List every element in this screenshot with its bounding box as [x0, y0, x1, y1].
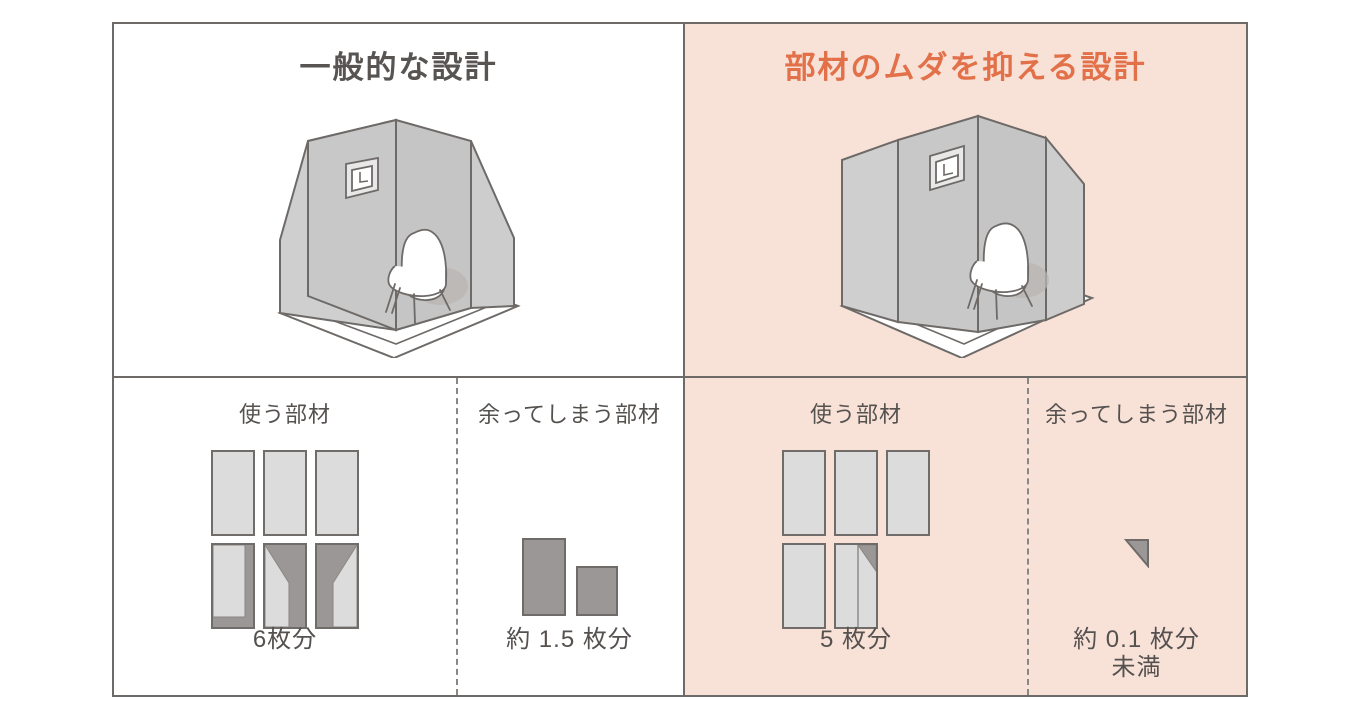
left-panel-illustration-area: 一般的な設計 — [114, 24, 683, 378]
board-plain — [782, 450, 826, 536]
room-illustration-right — [826, 108, 1106, 358]
right-panel-material-area: 使う部材 — [685, 378, 1246, 695]
board-row-top — [782, 450, 930, 536]
right-panel-dashed-divider — [1027, 378, 1029, 695]
board-waste-l-border — [211, 543, 255, 629]
board-plain — [886, 450, 930, 536]
room-illustration-left — [264, 108, 534, 358]
left-use-section: 使う部材 — [114, 378, 456, 695]
right-waste-section: 余ってしまう部材 約 0.1 枚分 未満 — [1027, 378, 1246, 695]
right-use-count-label: 5 枚分 — [819, 626, 892, 653]
right-use-section: 使う部材 — [685, 378, 1027, 695]
waste-block-tall — [521, 538, 566, 616]
right-waste-count-line2: 未満 — [1111, 653, 1162, 681]
right-waste-heading: 余ってしまう部材 — [1045, 402, 1228, 427]
left-waste-heading: 余ってしまう部材 — [478, 402, 661, 427]
comparison-figure: 一般的な設計 — [112, 22, 1248, 697]
right-panel: 部材のムダを抑える設計 — [683, 24, 1246, 695]
board-plain — [834, 450, 878, 536]
board-row-top — [211, 450, 359, 536]
board-plain — [782, 543, 826, 629]
left-panel-dashed-divider — [456, 378, 458, 695]
left-waste-section: 余ってしまう部材 約 1.5 枚分 — [456, 378, 683, 695]
right-waste-count-label: 約 0.1 枚分 未満 — [1027, 626, 1246, 681]
board-plain — [315, 450, 359, 536]
left-use-boards — [211, 450, 359, 629]
left-waste-blocks — [521, 538, 618, 616]
right-use-boards — [782, 450, 930, 629]
left-panel: 一般的な設計 — [114, 24, 683, 695]
board-waste-angled-left — [263, 543, 307, 629]
board-plain — [263, 450, 307, 536]
right-panel-title: 部材のムダを抑える設計 — [784, 50, 1147, 85]
board-waste-angled-right — [315, 543, 359, 629]
right-use-heading: 使う部材 — [809, 402, 902, 427]
right-waste-count-line1: 約 0.1 枚分 — [1073, 626, 1200, 653]
left-waste-count-label: 約 1.5 枚分 — [506, 626, 633, 653]
right-panel-illustration-area: 部材のムダを抑える設計 — [685, 24, 1246, 378]
left-use-count-label: 6枚分 — [252, 626, 318, 653]
board-row-bottom — [782, 543, 930, 629]
board-plain — [211, 450, 255, 536]
board-row-bottom — [211, 543, 359, 629]
left-use-heading: 使う部材 — [238, 402, 331, 427]
board-split-with-corner-triangle — [834, 543, 878, 629]
left-panel-title: 一般的な設計 — [299, 50, 498, 85]
right-waste-triangle — [1123, 538, 1150, 568]
left-panel-material-area: 使う部材 — [114, 378, 683, 695]
waste-block-short — [575, 566, 618, 616]
